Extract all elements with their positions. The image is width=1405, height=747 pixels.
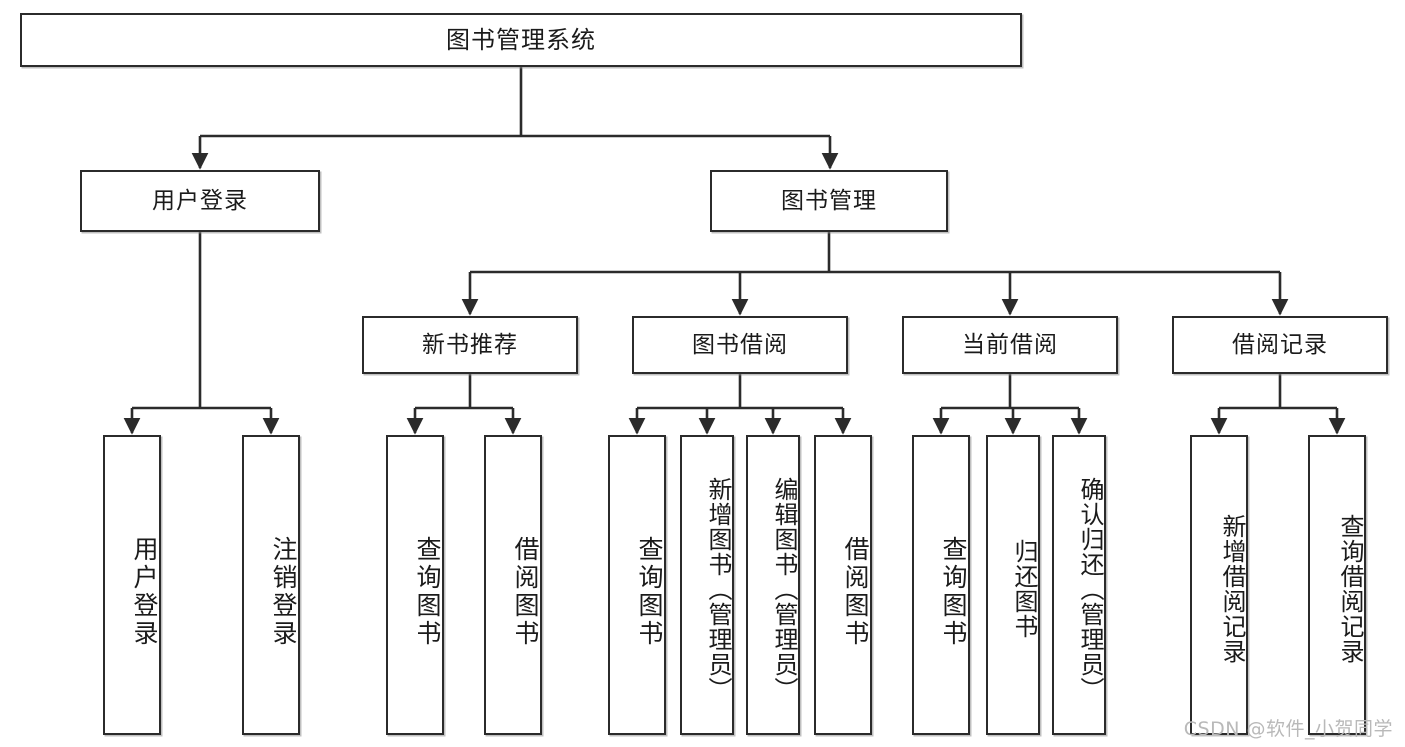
- leaf-user-logout-label: 注销登录: [269, 536, 298, 648]
- leaf-borrow-book-label: 借阅图书: [841, 536, 870, 648]
- leaf-query-book-recommend-label: 查询图书: [413, 536, 442, 648]
- leaf-query-borrow-record[interactable]: 查询借阅记录: [1308, 435, 1366, 735]
- leaf-return-book-label: 归还图书: [1010, 539, 1038, 639]
- leaf-query-book-recommend[interactable]: 查询图书: [386, 435, 444, 735]
- node-root-label: 图书管理系统: [446, 26, 596, 54]
- edge-group-borrow: [628, 374, 852, 435]
- node-current-borrow-label: 当前借阅: [962, 331, 1058, 358]
- node-book-borrow[interactable]: 图书借阅: [632, 316, 848, 374]
- watermark: CSDN @软件_小贺同学: [1183, 718, 1393, 740]
- leaf-edit-book-admin[interactable]: 编辑图书（管理员）: [746, 435, 800, 735]
- leaf-query-book-current[interactable]: 查询图书: [912, 435, 970, 735]
- node-book-management-label: 图书管理: [781, 187, 877, 214]
- edge-group-book-management: [461, 232, 1289, 316]
- node-borrow-records[interactable]: 借阅记录: [1172, 316, 1388, 374]
- leaf-user-logout[interactable]: 注销登录: [242, 435, 300, 735]
- leaf-edit-book-admin-label: 编辑图书（管理员）: [770, 476, 798, 702]
- leaf-user-login-label: 用户登录: [130, 536, 159, 648]
- node-user-login[interactable]: 用户登录: [80, 170, 320, 232]
- leaf-query-book-current-label: 查询图书: [939, 536, 968, 648]
- leaf-user-login[interactable]: 用户登录: [103, 435, 161, 735]
- leaf-add-book-admin-label: 新增图书（管理员）: [704, 476, 732, 702]
- leaf-add-borrow-record-label: 新增借阅记录: [1218, 514, 1246, 664]
- leaf-confirm-return-admin[interactable]: 确认归还（管理员）: [1052, 435, 1106, 735]
- node-user-login-label: 用户登录: [152, 187, 248, 214]
- node-book-borrow-label: 图书借阅: [692, 331, 788, 358]
- edge-group-new-book: [406, 374, 522, 435]
- node-new-book-recommend[interactable]: 新书推荐: [362, 316, 578, 374]
- leaf-query-book-borrow[interactable]: 查询图书: [608, 435, 666, 735]
- node-root[interactable]: 图书管理系统: [20, 13, 1022, 67]
- edge-group-user-login: [123, 232, 280, 435]
- node-book-management[interactable]: 图书管理: [710, 170, 948, 232]
- edge-group-records: [1210, 374, 1346, 435]
- leaf-borrow-book-recommend-label: 借阅图书: [511, 536, 540, 648]
- leaf-add-book-admin[interactable]: 新增图书（管理员）: [680, 435, 734, 735]
- edge-group-root: [191, 67, 839, 170]
- node-new-book-recommend-label: 新书推荐: [422, 331, 518, 358]
- leaf-borrow-book-recommend[interactable]: 借阅图书: [484, 435, 542, 735]
- node-borrow-records-label: 借阅记录: [1232, 331, 1328, 358]
- leaf-confirm-return-admin-label: 确认归还（管理员）: [1076, 476, 1104, 702]
- leaf-return-book[interactable]: 归还图书: [986, 435, 1040, 735]
- node-current-borrow[interactable]: 当前借阅: [902, 316, 1118, 374]
- leaf-add-borrow-record[interactable]: 新增借阅记录: [1190, 435, 1248, 735]
- edge-group-current: [932, 374, 1088, 435]
- leaf-query-book-borrow-label: 查询图书: [635, 536, 664, 648]
- leaf-borrow-book[interactable]: 借阅图书: [814, 435, 872, 735]
- leaf-query-borrow-record-label: 查询借阅记录: [1336, 514, 1364, 664]
